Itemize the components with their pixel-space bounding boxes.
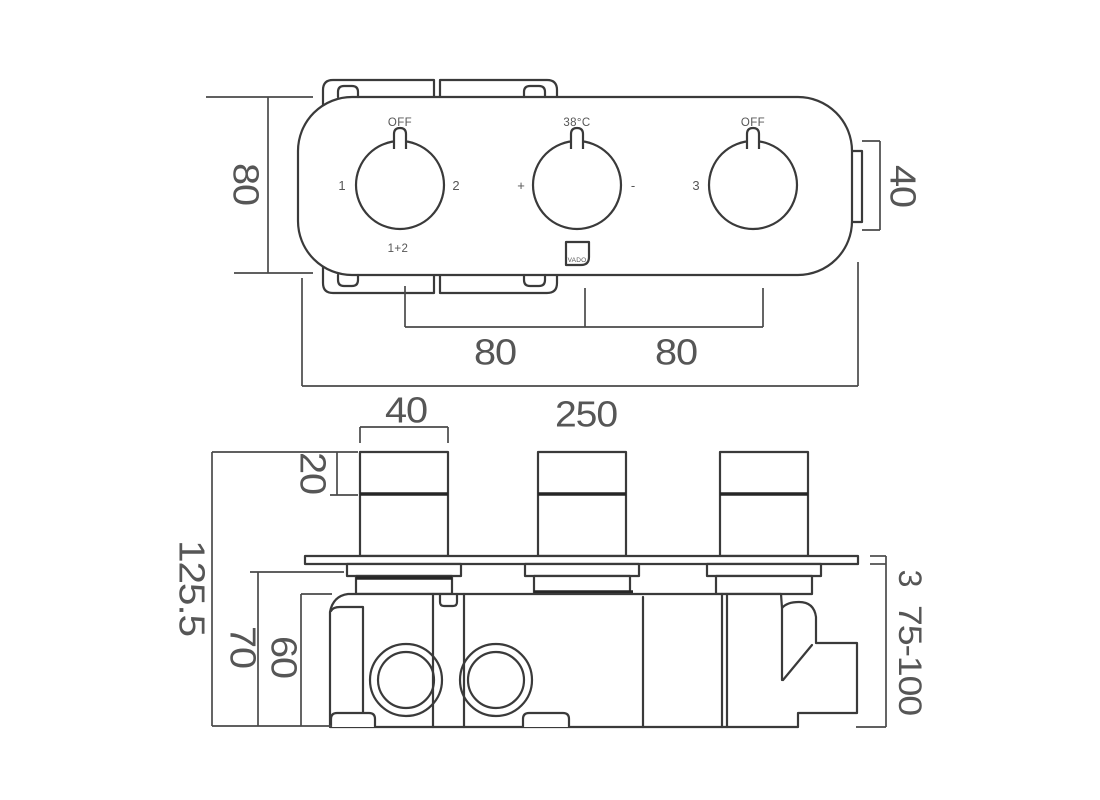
dim-handle-width: 40 <box>359 390 449 443</box>
knob-diverter-right[interactable]: OFF 3 <box>692 117 799 231</box>
dim-handle-width-value: 40 <box>385 390 427 431</box>
handle-stems <box>358 450 810 558</box>
dim-install-depth-value: 75-100 <box>892 605 928 715</box>
dim-install-depth: 3 75-100 <box>856 555 928 728</box>
dim-spacing-left-value: 80 <box>474 332 516 373</box>
knob-2-top-label: 38°C <box>563 117 590 129</box>
stem-3 <box>718 450 810 558</box>
stem-2 <box>536 450 628 558</box>
knob-1-bottom-label: 1+2 <box>388 243 409 255</box>
knob-2-pointer <box>569 126 585 149</box>
knob-3-body[interactable] <box>707 139 799 231</box>
valve-body <box>328 592 859 729</box>
dim-depth-to-body-value: 70 <box>223 626 264 668</box>
brand-logo-text: VADO <box>568 257 587 264</box>
stem-1 <box>358 450 450 558</box>
knob-1-left-label: 1 <box>338 178 345 193</box>
knob-2-body[interactable] <box>531 139 623 231</box>
knob-2-left-label: + <box>517 178 525 193</box>
faceplate-section <box>303 554 860 566</box>
dim-plate-height-value: 80 <box>226 163 267 205</box>
inlet-port-2-outer <box>458 642 534 718</box>
dim-side-tab: 40 <box>862 140 924 231</box>
knob-2-right-label: - <box>631 178 635 193</box>
dim-plate-height: 80 <box>206 96 313 274</box>
dim-overall-height: 125.5 <box>172 451 358 727</box>
dim-overall-width-value: 250 <box>555 394 617 435</box>
brand-logo: VADO <box>564 240 591 267</box>
stem-collars <box>345 562 823 596</box>
dim-handle-grip: 20 <box>293 452 358 496</box>
knob-1-body[interactable] <box>354 139 446 231</box>
knob-3-pointer <box>745 126 761 149</box>
dim-overall-height-value: 125.5 <box>172 540 213 636</box>
outlet-chamfer-line <box>781 643 814 682</box>
dim-knob-spacing: 80 80 <box>404 286 764 373</box>
body-foot-left <box>329 711 377 727</box>
dim-depth-to-body: 70 <box>223 571 344 726</box>
inlet-port-inner <box>376 650 436 710</box>
body-foot-middle <box>521 711 571 727</box>
dim-overall-width: 250 <box>301 262 859 435</box>
knob-diverter-left[interactable]: OFF 1 2 1+2 <box>338 117 459 255</box>
dim-side-tab-value: 40 <box>883 165 924 207</box>
side-view: 40 20 125.5 70 60 <box>172 390 928 729</box>
inlet-port-2-inner <box>466 650 526 710</box>
dim-spacing-right-value: 80 <box>655 332 697 373</box>
knob-1-pointer <box>392 126 408 149</box>
dim-plate-thickness-value: 3 <box>892 570 928 587</box>
bracket-screw-slots <box>336 84 547 288</box>
dim-body-height-value: 60 <box>264 636 305 678</box>
dim-body-height: 60 <box>264 593 332 726</box>
knob-1-right-label: 2 <box>452 178 459 193</box>
plan-view: OFF 1 2 1+2 38°C + - OFF 3 VADO <box>206 78 924 435</box>
dim-handle-grip-value: 20 <box>293 452 334 494</box>
knob-3-left-label: 3 <box>692 178 699 193</box>
knob-thermostat[interactable]: 38°C + - <box>517 117 635 231</box>
knob-3-top-label: OFF <box>741 117 765 129</box>
inlet-port-outer <box>368 642 444 718</box>
knob-1-top-label: OFF <box>388 117 412 129</box>
